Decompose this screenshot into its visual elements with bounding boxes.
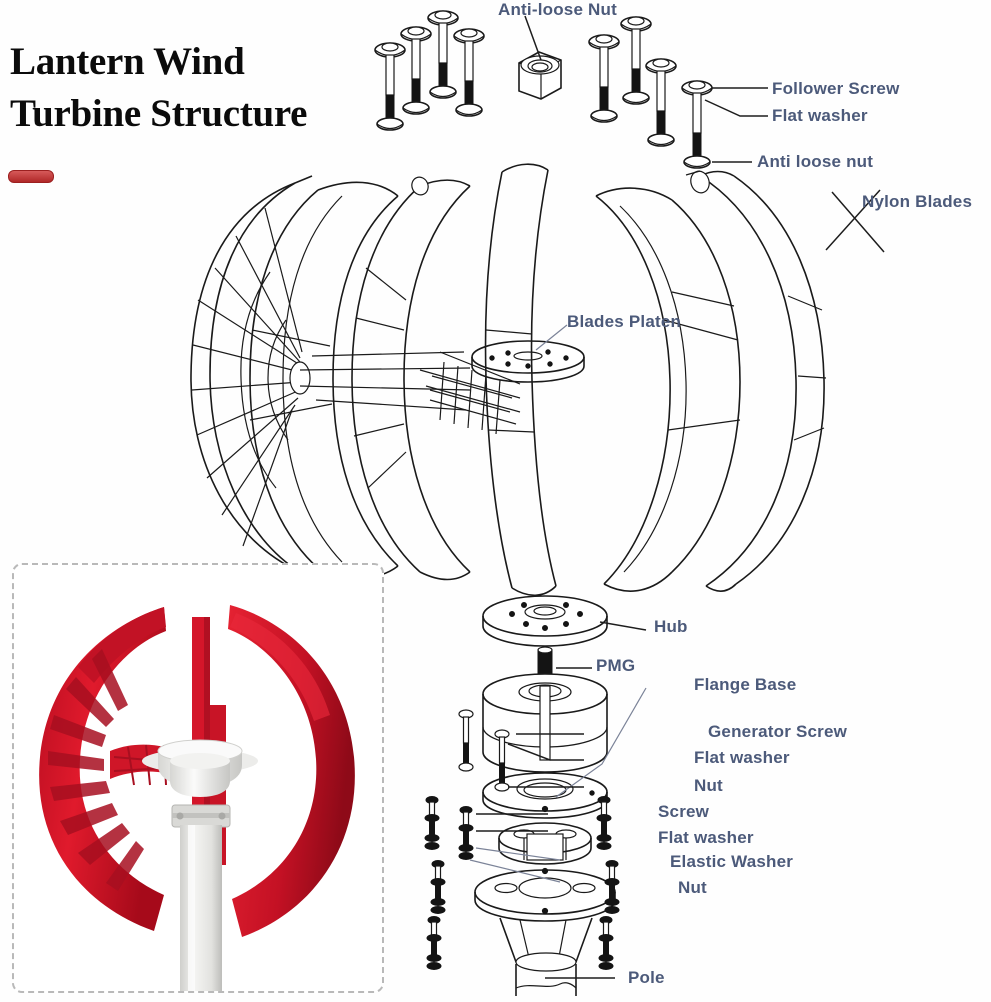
label-flat-washer-base: Flat washer [658,828,754,847]
nylon-blade-second [249,181,399,579]
pole-bolt-right-3 [598,915,614,971]
photo-hub-cap [142,739,258,797]
base-screw-stack-1 [458,805,474,861]
hub-disc [482,595,608,647]
nylon-blade-right-crescent [595,187,741,592]
nylon-blade-left-webbed [190,175,331,581]
photo-blade-left [39,607,186,931]
photo-clamp-ring [171,804,231,828]
label-blades-platen: Blades Platen [567,312,682,331]
anti-loose-nut-icon [518,51,562,100]
label-flat-washer-generator: Flat washer [694,748,790,767]
label-nut-generator: Nut [694,776,723,795]
label-nylon-blades: Nylon Blades [862,192,973,211]
product-photo-inset [12,563,384,993]
generator-screw-1 [458,709,474,772]
pole-tube [515,964,577,996]
generator-exploded-view [424,595,647,996]
label-hub: Hub [654,617,688,636]
photo-pole [180,825,222,991]
label-anti-loose-nut-top: Anti-loose Nut [498,0,617,19]
label-anti-loose-nut-right: Anti loose nut [757,152,874,171]
nylon-blade-third [351,179,471,581]
blades-platen-disc [471,340,585,383]
nylon-blade-center-tall [484,163,557,597]
pole-bolt-left-3 [426,915,442,971]
title-line-1: Lantern Wind [10,40,245,83]
label-screw: Screw [658,802,710,821]
rotor-center-spokes [299,351,521,435]
label-pole: Pole [628,968,665,987]
photo-pole-highlight [188,825,195,991]
blade-pin-detail [411,176,429,196]
label-elastic-washer: Elastic Washer [670,852,794,871]
label-pmg: PMG [596,656,636,675]
turbine-photo-illustration [39,605,355,991]
pmg-body [482,673,608,773]
flange-base-pole-collar [474,867,616,972]
title-line-2: Turbine Structure [10,92,308,135]
nylon-blade-outer [685,170,827,592]
pole-bolt-left-2 [430,859,446,915]
title-accent-dash [8,170,54,183]
page-title: Lantern Wind Turbine Structure [10,36,430,140]
photo-blade-right [228,605,355,937]
label-follower-screw: Follower Screw [772,79,900,98]
top-fasteners-group [374,10,768,169]
pole-bolt-left-1 [424,795,440,851]
label-flat-washer-top: Flat washer [772,106,868,125]
pole-bolt-right-1 [596,795,612,851]
rotor-exploded-view [190,163,885,597]
label-generator-screw: Generator Screw [708,722,848,741]
label-flange-base: Flange Base [694,675,797,694]
label-nut-base: Nut [678,878,707,897]
